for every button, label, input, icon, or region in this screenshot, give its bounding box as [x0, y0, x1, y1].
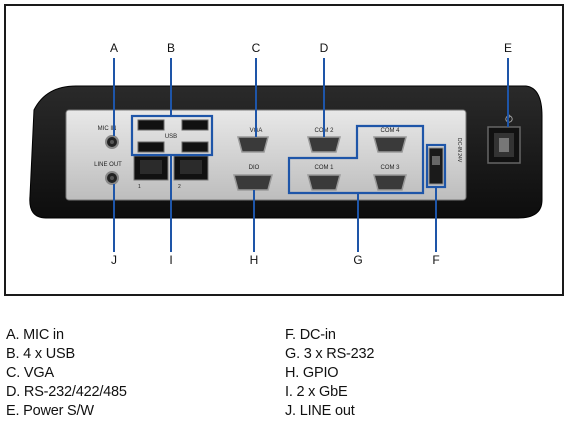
legend-item-f: F. DC-in	[285, 327, 336, 343]
com4-label: COM 4	[380, 128, 400, 134]
lan2-label: 2	[178, 184, 181, 190]
callout-f: F	[432, 253, 439, 267]
dio-label: DIO	[249, 165, 260, 171]
legend-item-g: G. 3 x RS-232	[285, 346, 375, 362]
mic-in-label: MIC IN	[98, 126, 117, 132]
com1-label: COM 1	[314, 165, 334, 171]
callout-h: H	[250, 253, 259, 267]
mic-in-jack	[105, 135, 119, 149]
com2-port	[307, 136, 341, 153]
callout-b: B	[167, 41, 175, 55]
legend-right-column: F. DC-in G. 3 x RS-232 H. GPIO I. 2 x Gb…	[285, 326, 374, 421]
dio-port	[233, 174, 273, 191]
legend-item-j: J. LINE out	[285, 403, 355, 419]
io-panel-diagram: MIC IN LINE OUT USB 1 2 VGA COM 2 COM 4 …	[29, 41, 543, 267]
legend-item-d: D. RS-232/422/485	[6, 384, 127, 400]
dc-in-label: DC-IN 24V	[456, 138, 462, 163]
legend-left-column: A. MIC in B. 4 x USB C. VGA D. RS-232/42…	[6, 326, 127, 421]
rs232-highlight-box	[287, 124, 425, 195]
callout-e: E	[504, 41, 512, 55]
legend-item-h: H. GPIO	[285, 365, 339, 381]
callout-i: I	[169, 253, 172, 267]
dc-in-connector	[428, 147, 444, 185]
lan-ports	[133, 155, 209, 181]
legend-item-c: C. VGA	[6, 365, 54, 381]
callout-a: A	[110, 41, 118, 55]
callout-leader-lines	[113, 58, 509, 252]
line-out-label: LINE OUT	[94, 162, 122, 168]
power-switch	[487, 126, 521, 164]
com1-port	[307, 174, 341, 191]
usb-label: USB	[165, 134, 177, 140]
legend-item-i: I. 2 x GbE	[285, 384, 348, 400]
line-out-jack	[105, 171, 119, 185]
usb-ports	[137, 119, 209, 153]
lan1-label: 1	[138, 184, 141, 190]
callout-j: J	[111, 253, 117, 267]
callout-g: G	[353, 253, 362, 267]
legend-item-e: E. Power S/W	[6, 403, 94, 419]
com3-label: COM 3	[380, 165, 400, 171]
com4-port	[373, 136, 407, 153]
callout-c: C	[252, 41, 261, 55]
figure-frame: MIC IN LINE OUT USB 1 2 VGA COM 2 COM 4 …	[4, 4, 564, 296]
callout-d: D	[320, 41, 329, 55]
com3-port	[373, 174, 407, 191]
legend-item-b: B. 4 x USB	[6, 346, 75, 362]
legend-item-a: A. MIC in	[6, 327, 64, 343]
vga-port	[237, 136, 269, 153]
